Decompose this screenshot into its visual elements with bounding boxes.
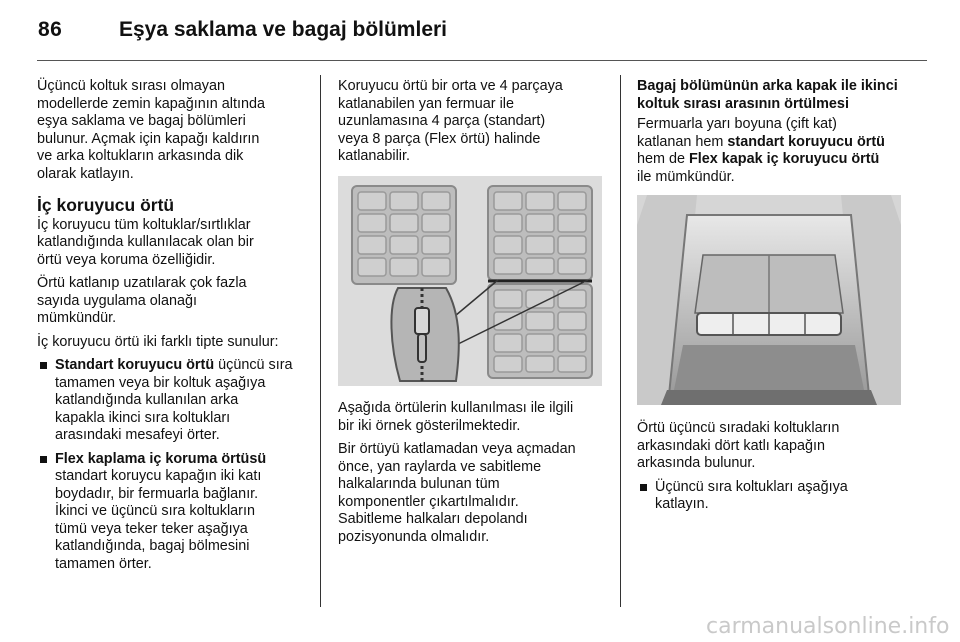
bullet-square-icon <box>640 483 647 491</box>
column-3-lower: Örtü üçüncü sıradaki koltukların arkasın… <box>637 420 907 520</box>
bullet-item: Standart koruyucu örtü üçüncü sıra tamam… <box>37 357 307 445</box>
bullet-item: Üçüncü sıra koltukları aşağıya katlayın. <box>637 479 907 514</box>
paragraph: Bir örtüyü katlamadan veya açmadan önce,… <box>338 441 576 545</box>
bullet-item: Flex kaplama iç koruma örtüsü standart k… <box>37 451 307 574</box>
bullet-square-icon <box>40 455 47 463</box>
paragraph: Fermuarla yarı boyuna (çift kat) katlana… <box>637 116 885 185</box>
column-3: Bagaj bölümünün arka kapak ile ikinci ko… <box>637 78 907 186</box>
bullet-bold-term: Standart koruyucu örtü <box>55 357 215 373</box>
page-title: Eşya saklama ve bagaj bölümleri <box>119 18 448 41</box>
column-2: Koruyucu örtü bir orta ve 4 parçaya katl… <box>338 78 610 172</box>
column-1: Üçüncü koltuk sırası olmayan modellerde … <box>37 78 307 579</box>
paragraph: İç koruyucu tüm koltuklar/sırtlıklar kat… <box>37 216 254 268</box>
paragraph: Koruyucu örtü bir orta ve 4 parçaya katl… <box>338 78 563 164</box>
section-heading: İç koruyucu örtü <box>37 195 175 215</box>
zipper-detail-icon <box>390 287 460 382</box>
paragraph: İç koruyucu örtü iki farklı tipte sunulu… <box>37 333 279 350</box>
watermark: carmanualsonline.info <box>706 614 950 639</box>
bullet-bold-term: Flex kaplama iç koruma örtüsü <box>55 450 267 467</box>
paragraph: Örtü katlanıp uzatılarak çok fazla sayıd… <box>37 275 247 326</box>
bold-term: standart koruyucu örtü <box>727 133 885 150</box>
column-divider-2 <box>620 75 621 607</box>
header-rule <box>37 60 927 61</box>
cover-zipper-illustration <box>338 176 602 386</box>
bold-term: Flex kapak iç koruyucu örtü <box>689 151 880 167</box>
bullet-text: standart koruycu kapağın iki katı boydad… <box>55 468 262 572</box>
bullet-text: Üçüncü sıra koltukları aşağıya katlayın. <box>655 478 848 513</box>
trunk-photo-illustration <box>637 195 901 405</box>
bullet-square-icon <box>40 362 47 369</box>
subheading: Bagaj bölümünün arka kapak ile ikinci ko… <box>637 78 898 112</box>
intro-paragraph: Üçüncü koltuk sırası olmayan modellerde … <box>37 78 265 182</box>
bullet-text: üçüncü sıra tamamen veya bir koltuk aşağ… <box>55 357 293 443</box>
column-divider-1 <box>320 75 321 607</box>
page-header: 86 Eşya saklama ve bagaj bölümleri <box>37 0 927 58</box>
column-2-lower: Aşağıda örtülerin kullanılması ile ilgil… <box>338 400 610 552</box>
cover-panel-left <box>351 185 457 285</box>
page-number: 86 <box>38 18 63 41</box>
paragraph: Aşağıda örtülerin kullanılması ile ilgil… <box>338 400 574 434</box>
paragraph: Örtü üçüncü sıradaki koltukların arkasın… <box>637 420 840 471</box>
cover-panel-right <box>487 185 593 379</box>
